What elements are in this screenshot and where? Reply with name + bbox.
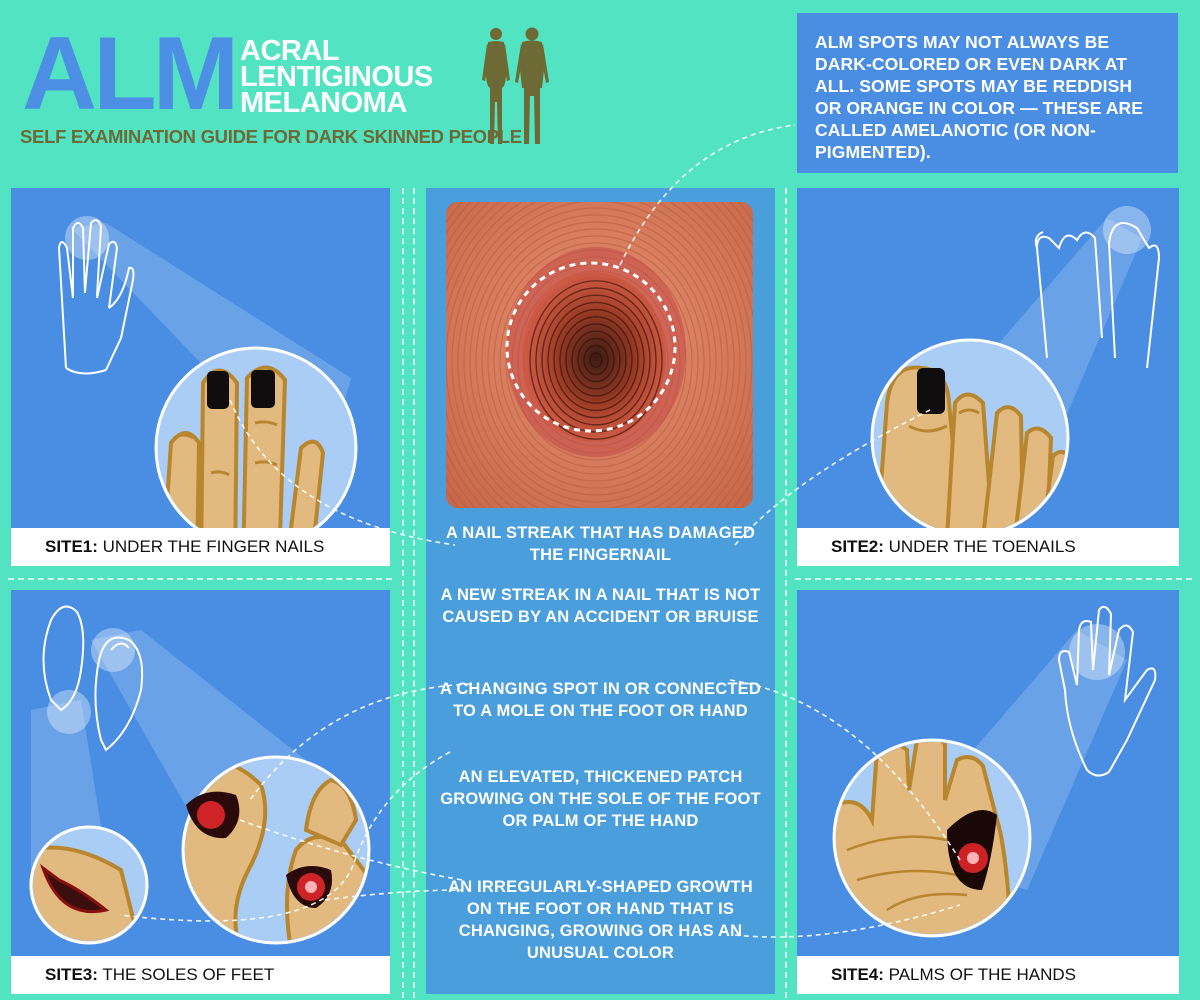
site2-label: SITE2: UNDER THE TOENAILS <box>797 528 1179 566</box>
divider-left-2 <box>413 188 415 998</box>
divider-left <box>402 188 404 998</box>
info-box: ALM SPOTS MAY NOT ALWAYS BE DARK-COLORED… <box>797 13 1178 173</box>
feature-1: A NAIL STREAK THAT HAS DAMAGED THE FINGE… <box>445 524 756 564</box>
site4-label: SITE4: PALMS OF THE HANDS <box>797 956 1179 994</box>
divider-right-horizontal <box>795 578 1192 580</box>
title-line-2: LENTIGINOUS <box>240 61 433 93</box>
title-line-1: ACRAL <box>240 35 339 67</box>
fingerprint-image <box>446 202 753 508</box>
feature-4: AN ELEVATED, THICKENED PATCH GROWING ON … <box>440 768 761 830</box>
toenails-illustration <box>870 206 1161 538</box>
panel-site1: SITE1: UNDER THE FINGER NAILS <box>11 188 390 566</box>
human-silhouettes-icon <box>482 27 549 144</box>
palms-illustration <box>832 605 1157 938</box>
panel-site4: SITE4: PALMS OF THE HANDS <box>797 590 1179 994</box>
alm-acronym: ALM <box>22 16 239 132</box>
divider-left-horizontal <box>8 578 392 580</box>
features-column: A NAIL STREAK THAT HAS DAMAGED THE FINGE… <box>426 188 775 994</box>
feature-5: AN IRREGULARLY-SHAPED GROWTH ON THE FOOT… <box>448 878 753 962</box>
site3-label: SITE3: THE SOLES OF FEET <box>11 956 390 994</box>
fingernails-illustration <box>57 216 358 550</box>
feature-3: A CHANGING SPOT IN OR CONNECTED TO A MOL… <box>440 680 761 720</box>
soles-illustration <box>29 605 371 945</box>
info-text: ALM SPOTS MAY NOT ALWAYS BE DARK-COLORED… <box>815 32 1144 162</box>
title-line-3: MELANOMA <box>240 87 407 119</box>
feature-2: A NEW STREAK IN A NAIL THAT IS NOT CAUSE… <box>440 586 761 626</box>
panel-site2: SITE2: UNDER THE TOENAILS <box>797 188 1179 566</box>
panel-site3: SITE3: THE SOLES OF FEET <box>11 590 390 994</box>
page-title: ACRAL LENTIGINOUS MELANOMA <box>240 35 433 119</box>
divider-right <box>785 188 787 998</box>
site1-label: SITE1: UNDER THE FINGER NAILS <box>11 528 390 566</box>
page-subtitle: SELF EXAMINATION GUIDE FOR DARK SKINNED … <box>20 126 522 147</box>
fingerprint-lesion-illustration <box>446 202 753 508</box>
